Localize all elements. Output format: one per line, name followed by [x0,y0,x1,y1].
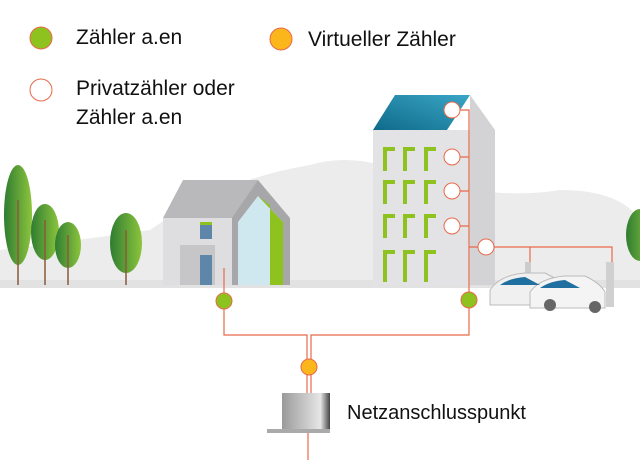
ground [0,280,640,288]
building-window [424,250,436,282]
building-window [403,147,415,171]
legend-green-dot [29,26,53,50]
background-hills [0,160,640,285]
private-meter-floor-4 [443,148,461,166]
private-meter-charging [477,238,495,256]
building-window [383,250,395,282]
cars [489,262,614,313]
legend-orange-dot [269,27,293,51]
grid-connection-box [267,393,330,433]
grid-point-label: Netzanschlusspunkt [347,402,526,424]
legend-white-label-1: Privatzähler oder [76,77,235,100]
legend-green-label: Zähler a.en [76,26,183,49]
building-window [403,250,415,282]
building-window [383,147,395,171]
building-window [383,214,395,238]
tree-right [626,209,640,261]
virtual-meter [300,358,318,376]
legend-white-label-2: Zähler a.en [76,106,183,129]
apartment-building [373,95,495,285]
building-window [424,180,436,204]
wiring [223,109,613,460]
meter-building [460,291,478,309]
solar-panel [373,95,470,130]
private-meter-floor-2 [443,217,461,235]
house [163,180,290,285]
building-window [424,147,436,171]
building-window [424,214,436,238]
building-window [383,180,395,204]
legend-orange-label: Virtueller Zähler [308,28,456,51]
private-meter-solar [443,101,461,119]
private-meter-floor-3 [443,182,461,200]
trees-left [4,165,142,285]
meter-house [215,292,233,310]
building-window [403,180,415,204]
building-window [403,214,415,238]
legend-white-dot [29,78,53,102]
